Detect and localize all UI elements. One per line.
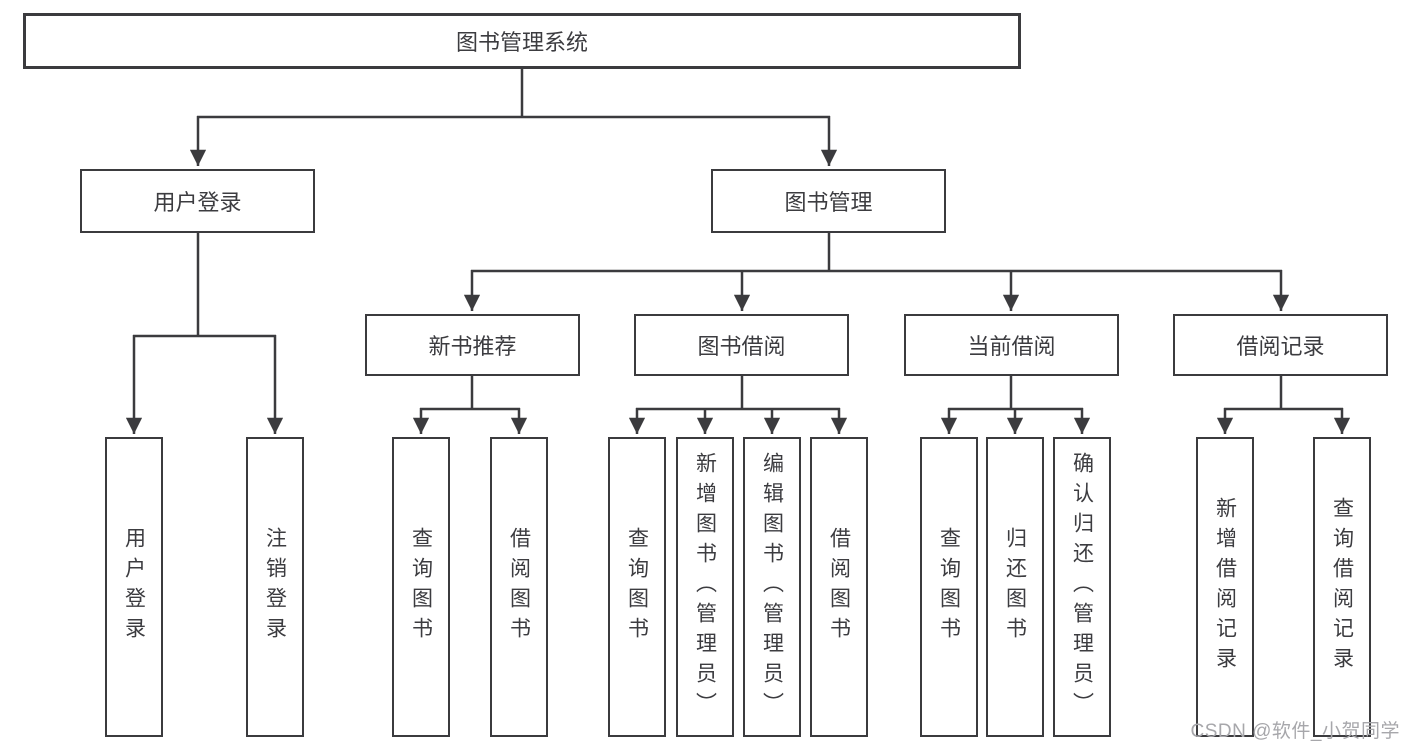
- leaf-records-add-borrow-record-label: 新增借阅记录: [1213, 497, 1237, 677]
- leaf-logout: 注销登录: [246, 437, 304, 737]
- leaf-recommend-borrow-books: 借阅图书: [490, 437, 548, 737]
- leaf-borrow-query-books-label: 查询图书: [625, 527, 649, 647]
- leaf-current-confirm-return-admin: 确认归还（管理员）: [1053, 437, 1111, 737]
- leaf-recommend-query-books-label: 查询图书: [409, 527, 433, 647]
- node-new-book-recommend: 新书推荐: [365, 314, 580, 376]
- leaf-records-query-borrow-record-label: 查询借阅记录: [1330, 497, 1354, 677]
- leaf-recommend-borrow-books-label: 借阅图书: [507, 527, 531, 647]
- connector-book-borrow-branch: [628, 375, 848, 434]
- node-user-login-label: 用户登录: [153, 190, 242, 215]
- leaf-current-confirm-return-admin-label: 确认归还（管理员）: [1070, 452, 1094, 722]
- node-root-system-label: 图书管理系统: [455, 30, 588, 55]
- connector-new-book-recommend-branch: [412, 375, 528, 434]
- node-user-login: 用户登录: [80, 169, 315, 233]
- node-new-book-recommend-label: 新书推荐: [428, 334, 517, 359]
- leaf-borrow-add-books-admin: 新增图书（管理员）: [676, 437, 734, 737]
- node-book-management-label: 图书管理: [784, 190, 873, 215]
- leaf-borrow-add-books-admin-label: 新增图书（管理员）: [693, 452, 717, 722]
- node-current-borrow: 当前借阅: [904, 314, 1119, 376]
- leaf-user-login: 用户登录: [105, 437, 163, 737]
- leaf-recommend-query-books: 查询图书: [392, 437, 450, 737]
- node-current-borrow-label: 当前借阅: [967, 334, 1056, 359]
- leaf-borrow-edit-books-admin-label: 编辑图书（管理员）: [760, 452, 784, 722]
- leaf-logout-label: 注销登录: [263, 527, 287, 647]
- csdn-watermark: CSDN @软件_小贺同学: [1190, 721, 1400, 742]
- connector-book-management-branch: [463, 232, 1290, 311]
- leaf-current-query-books: 查询图书: [920, 437, 978, 737]
- connector-current-borrow-branch: [940, 375, 1091, 434]
- node-book-management: 图书管理: [711, 169, 946, 233]
- node-book-borrow: 图书借阅: [634, 314, 849, 376]
- node-root-system: 图书管理系统: [23, 13, 1021, 69]
- leaf-current-return-books-label: 归还图书: [1003, 527, 1027, 647]
- leaf-records-query-borrow-record: 查询借阅记录: [1313, 437, 1371, 737]
- leaf-current-return-books: 归还图书: [986, 437, 1044, 737]
- leaf-borrow-borrow-books: 借阅图书: [810, 437, 868, 737]
- node-book-borrow-label: 图书借阅: [697, 334, 786, 359]
- leaf-borrow-edit-books-admin: 编辑图书（管理员）: [743, 437, 801, 737]
- connector-user-login-branch: [125, 232, 284, 434]
- connector-borrow-records-branch: [1216, 375, 1351, 434]
- leaf-records-add-borrow-record: 新增借阅记录: [1196, 437, 1254, 737]
- leaf-borrow-query-books: 查询图书: [608, 437, 666, 737]
- node-borrow-records: 借阅记录: [1173, 314, 1388, 376]
- leaf-current-query-books-label: 查询图书: [937, 527, 961, 647]
- leaf-user-login-label: 用户登录: [122, 527, 146, 647]
- leaf-borrow-borrow-books-label: 借阅图书: [827, 527, 851, 647]
- connector-root-branch: [189, 67, 838, 166]
- node-borrow-records-label: 借阅记录: [1236, 334, 1325, 359]
